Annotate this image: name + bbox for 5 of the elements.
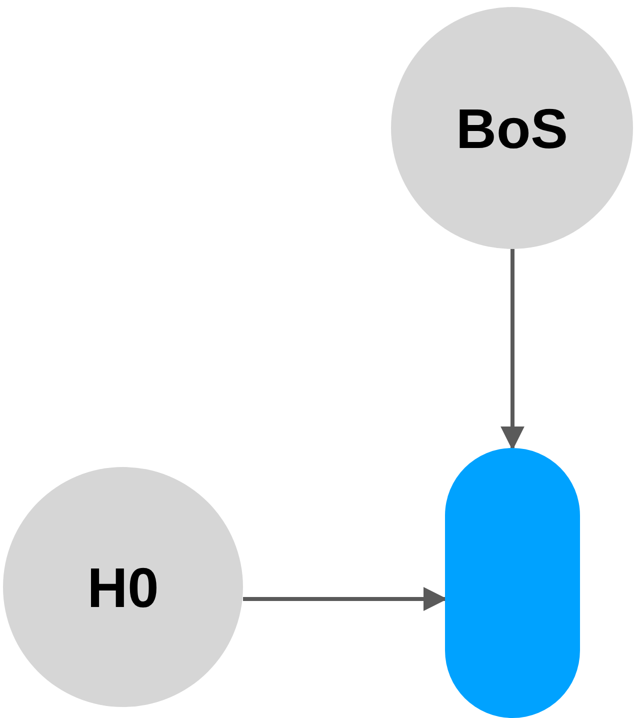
capsule-node bbox=[445, 448, 580, 718]
arrow bbox=[500, 249, 524, 450]
node-label: BoS bbox=[456, 96, 568, 160]
arrow bbox=[243, 587, 448, 611]
node-label: H0 bbox=[87, 554, 159, 620]
